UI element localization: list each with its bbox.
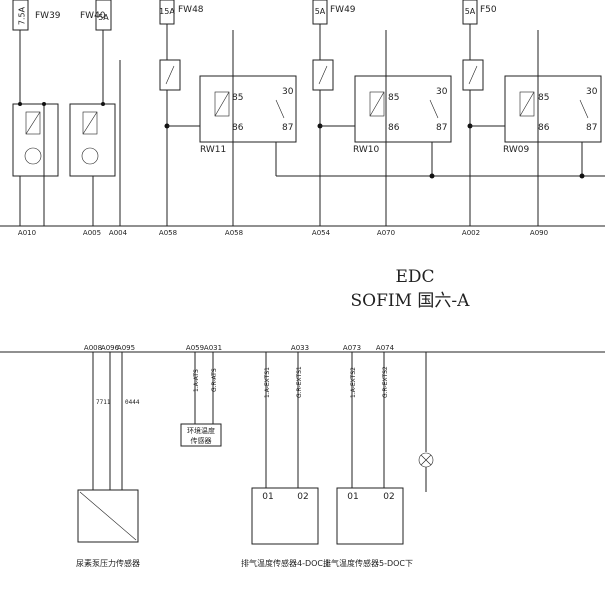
fuse-f50: 5A F50 [462, 0, 497, 226]
terminal-label: A033 [291, 344, 309, 352]
signal-label: 1.A-EXTS1 [264, 367, 271, 398]
terminal-label: A090 [530, 229, 548, 237]
fuse-fw49: 5A FW49 [312, 0, 356, 226]
relay-name: RW10 [353, 145, 380, 155]
fuse-rating: 15A [159, 7, 175, 16]
sensor-pin: 02 [383, 492, 394, 502]
terminal-label: A096 [101, 344, 120, 352]
relay-rw11: 85 86 30 87 RW11 [199, 30, 297, 226]
terminal-label: A005 [83, 229, 101, 237]
relay-name: RW09 [503, 145, 530, 155]
exhaust-temp-sensor-5: A073 A074 1.A-EXTS2 G.R-EXTS2 01 02 排气温度… [323, 344, 413, 568]
wire-code: 7711 [96, 399, 111, 406]
terminal-label: A058 [159, 229, 177, 237]
fuse-rating: 5A [465, 7, 476, 16]
relay-pin-85: 85 [388, 93, 399, 103]
fuse-fw39: 7.5A FW39 [12, 0, 61, 104]
fuse-rating: 5A [98, 13, 109, 22]
component-label: 排气温度传感器5-DOC下 [323, 558, 413, 568]
terminal-label: A059 [186, 344, 204, 352]
terminal-label: A031 [204, 344, 222, 352]
signal-label: 1.A-EXTS2 [350, 367, 357, 398]
terminal-label: A010 [18, 229, 36, 237]
relay-rw09: 85 86 30 87 RW09 [503, 30, 602, 226]
relay-pin-30: 30 [282, 87, 294, 97]
urea-pump-pressure-sensor: A008 A096 A095 7711 0444 尿素泵压力传感器 [76, 344, 140, 568]
heater-element-1 [159, 59, 181, 91]
left-component-2 [69, 60, 121, 226]
fuse-name: FW48 [178, 5, 204, 15]
terminal-label: A074 [376, 344, 395, 352]
left-component-1 [12, 102, 59, 226]
signal-label: G.R-ATS [211, 368, 218, 392]
sensor-pin: 01 [347, 492, 358, 502]
diagram-title-line1: EDC [395, 267, 434, 287]
indicator-lamp [418, 352, 434, 492]
relay-pin-87: 87 [282, 123, 293, 133]
ambient-temperature-sensor: A059 A031 1.A-ATS G.R-ATS 环境温度 传感器 [180, 344, 222, 447]
signal-label: G.R-EXTS2 [382, 366, 389, 398]
terminal-label: A054 [312, 229, 331, 237]
relay-pin-30: 30 [586, 87, 598, 97]
relay-rw10: 85 86 30 87 RW10 [353, 30, 452, 226]
signal-label: G.R-EXTS1 [296, 366, 303, 398]
wire-code: 0444 [125, 399, 140, 406]
sensor-pin: 01 [262, 492, 273, 502]
terminal-label: A070 [377, 229, 395, 237]
signal-label: 1.A-ATS [193, 369, 200, 392]
terminal-label: A058 [225, 229, 243, 237]
diagram-title-line2: SOFIM 国六-A [351, 291, 471, 311]
heater-element-3 [462, 59, 484, 91]
fuse-name: F50 [480, 5, 497, 15]
relay-pin-85: 85 [538, 93, 549, 103]
fuse-fw40: 5A FW40 [80, 0, 112, 104]
fuse-rating: 7.5A [18, 6, 27, 25]
terminal-label: A004 [109, 229, 128, 237]
relay-pin-30: 30 [436, 87, 448, 97]
relay-pin-86: 86 [538, 123, 550, 133]
terminal-label: A095 [117, 344, 135, 352]
relay-name: RW11 [200, 145, 226, 155]
component-label: 环境温度 [187, 426, 215, 435]
fuse-fw48: 15A FW48 [159, 0, 204, 226]
relay-pin-87: 87 [586, 123, 597, 133]
fuse-name: FW39 [35, 11, 61, 21]
fuse-name: FW49 [330, 5, 356, 15]
sensor-pin: 02 [297, 492, 308, 502]
relay-pin-87: 87 [436, 123, 447, 133]
heater-element-2 [312, 59, 334, 91]
fuse-rating: 5A [315, 7, 326, 16]
component-label: 尿素泵压力传感器 [76, 558, 140, 568]
top-terminal-labels: A010 A005 A004 A058 A058 A054 A070 A002 … [18, 229, 548, 237]
relay-pin-86: 86 [388, 123, 400, 133]
relay-pin-86: 86 [232, 123, 244, 133]
component-label: 传感器 [191, 436, 212, 445]
fuse-name: FW40 [80, 11, 106, 21]
exhaust-temp-sensor-4: A033 1.A-EXTS1 G.R-EXTS1 01 02 排气温度传感器4-… [241, 344, 331, 568]
terminal-label: A008 [84, 344, 102, 352]
component-label: 排气温度传感器4-DOC上 [241, 558, 331, 568]
relay-pin-85: 85 [232, 93, 243, 103]
terminal-label: A002 [462, 229, 480, 237]
terminal-label: A073 [343, 344, 361, 352]
